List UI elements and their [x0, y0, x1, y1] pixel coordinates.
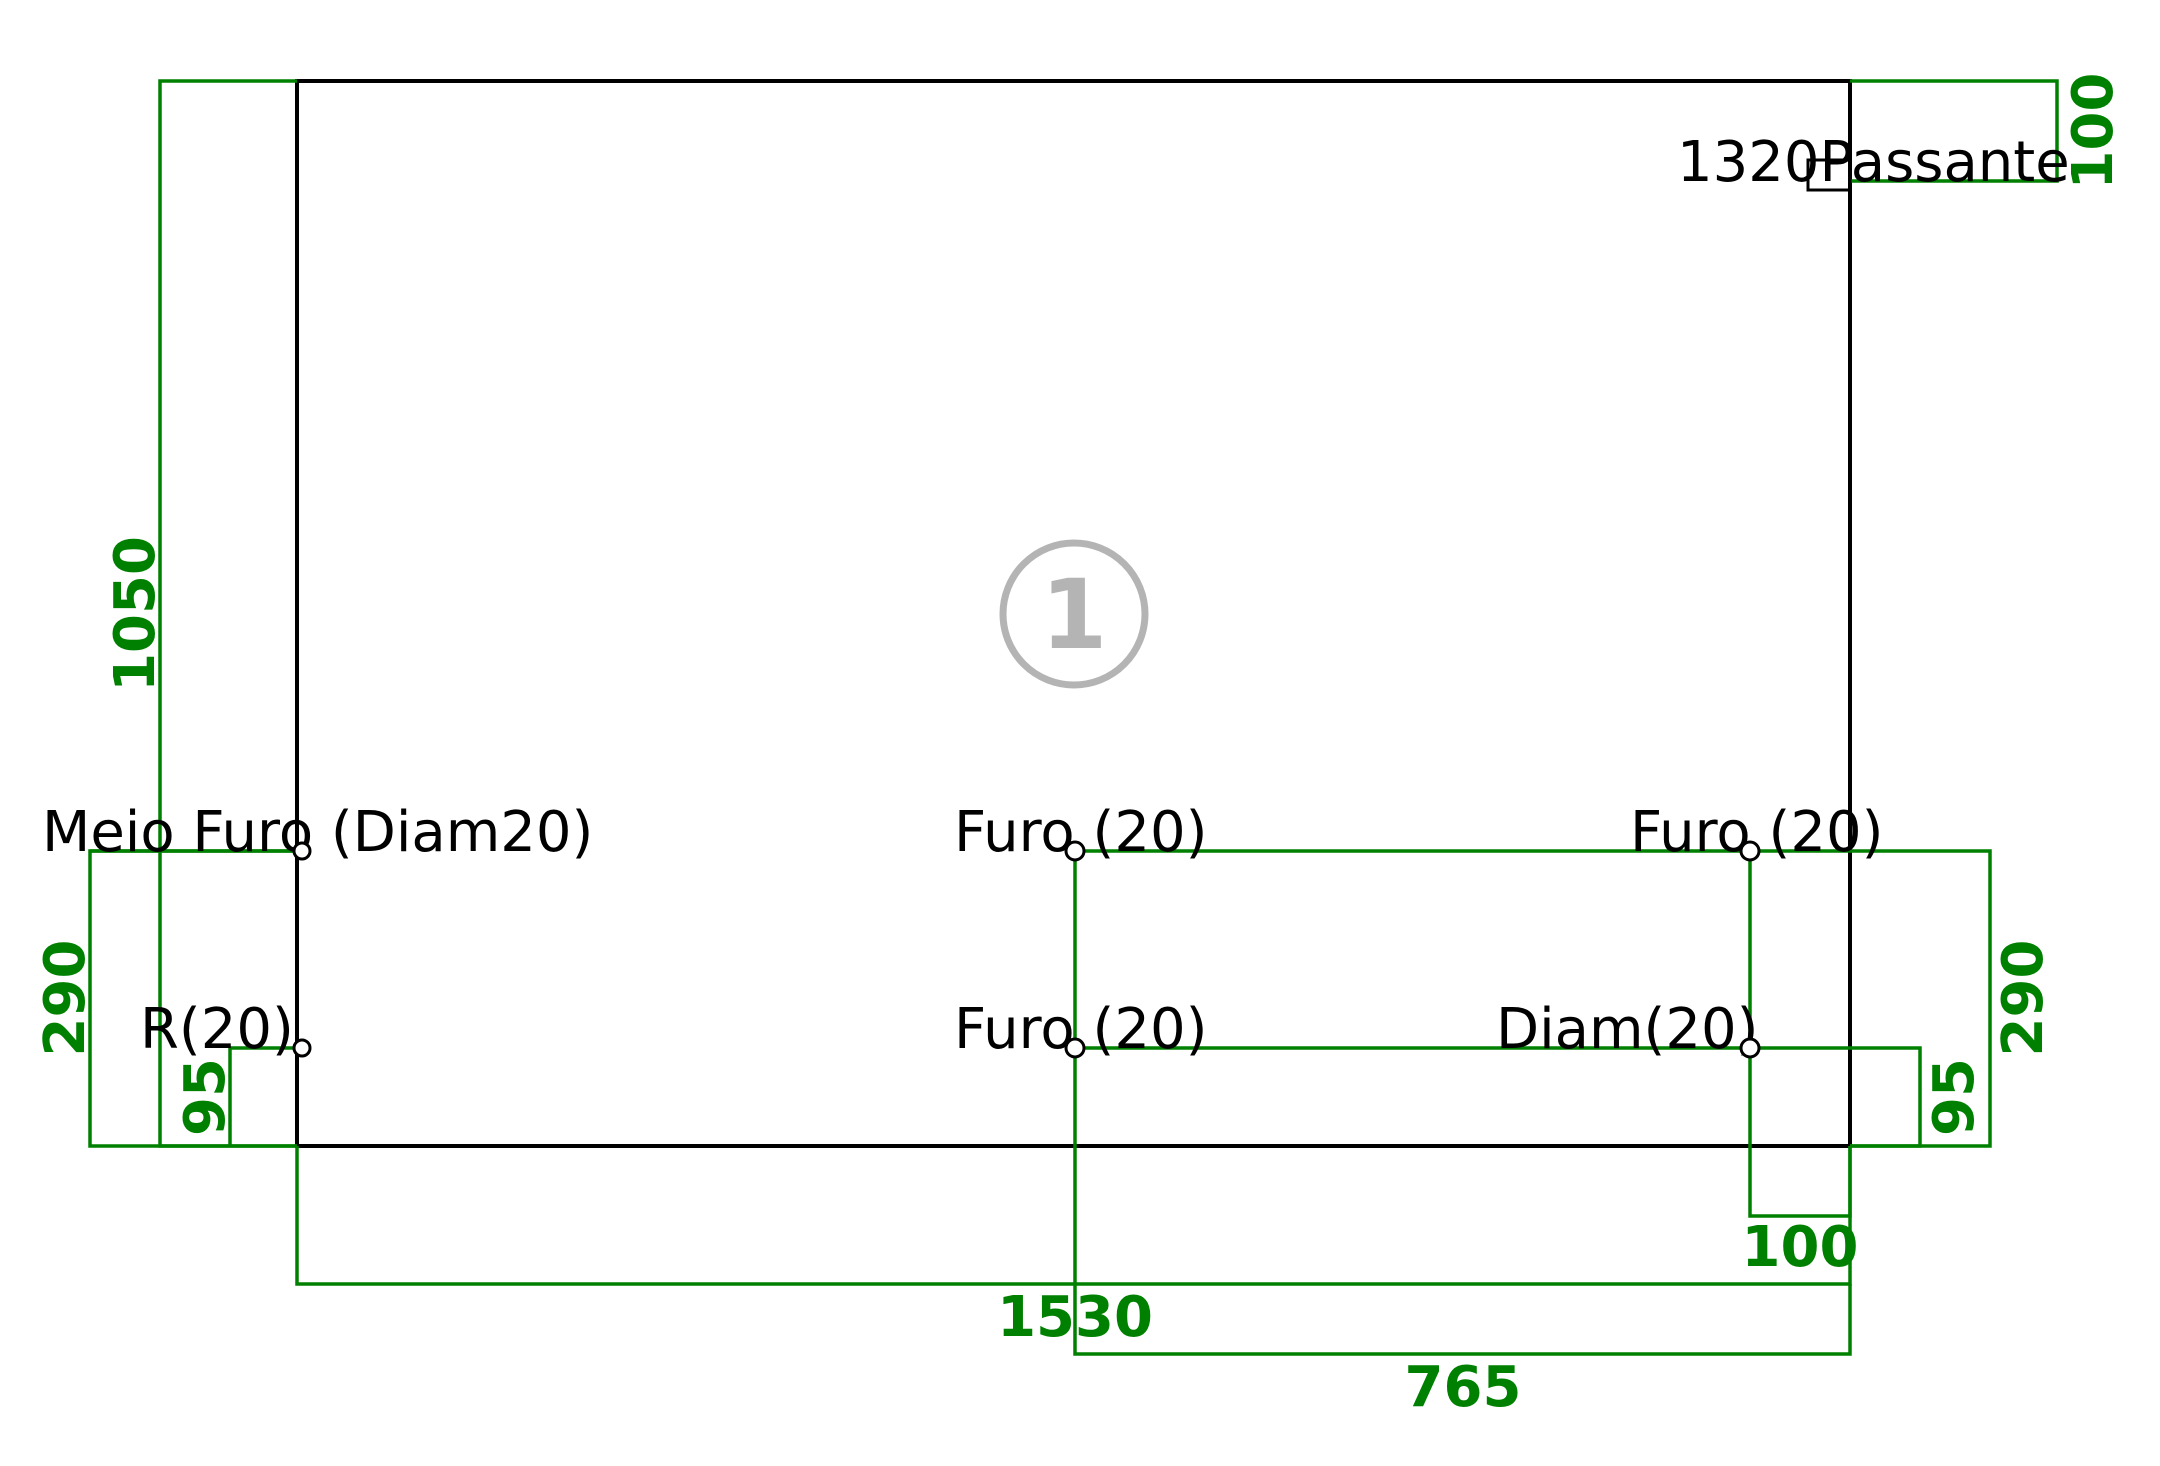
- half-hole-marker: [292, 841, 312, 861]
- part-number-text: 1: [1041, 559, 1108, 671]
- dim-text-left-low-offset: 95: [173, 1058, 238, 1136]
- hole-right-upper-marker: [1739, 840, 1761, 862]
- dim-text-width-total: 1530: [997, 1285, 1153, 1350]
- part-number-circle: [999, 539, 1149, 689]
- hole-center-upper-marker: [1064, 840, 1086, 862]
- part-number-badge: 1: [999, 539, 1149, 689]
- label-half-hole: Meio Furo (Diam20): [42, 800, 593, 865]
- label-diam-right: Diam(20): [1496, 997, 1759, 1062]
- radius-left-marker: [292, 1038, 312, 1058]
- dim-text-left-hole-height: 290: [33, 940, 98, 1057]
- diam-right-marker: [1739, 1037, 1761, 1059]
- dim-line-center-offset: [1073, 851, 1852, 1356]
- dim-text-right-hole-inset: 100: [1742, 1215, 1859, 1280]
- dim-text-center-offset: 765: [1405, 1355, 1522, 1420]
- dim-text-right-low-offset: 95: [1922, 1058, 1987, 1136]
- dim-line-left-low-offset: [228, 1046, 297, 1146]
- dim-line-top-right-offset: [1850, 79, 2059, 183]
- dim-text-height-total: 1050: [103, 536, 168, 692]
- dim-text-top-right-offset: 100: [2061, 73, 2126, 190]
- dim-line-right-hole-inset: [1748, 851, 1852, 1218]
- through-hole-marker: [1806, 158, 1852, 192]
- hole-center-lower-marker: [1064, 1037, 1086, 1059]
- label-top-right: 1320Passante: [1677, 130, 2070, 195]
- dim-line-right-low-offset: [1750, 1046, 1922, 1148]
- dim-line-height-total: [158, 79, 297, 1148]
- label-radius-left: R(20): [140, 997, 294, 1062]
- dim-text-right-hole-height: 290: [1991, 940, 2056, 1057]
